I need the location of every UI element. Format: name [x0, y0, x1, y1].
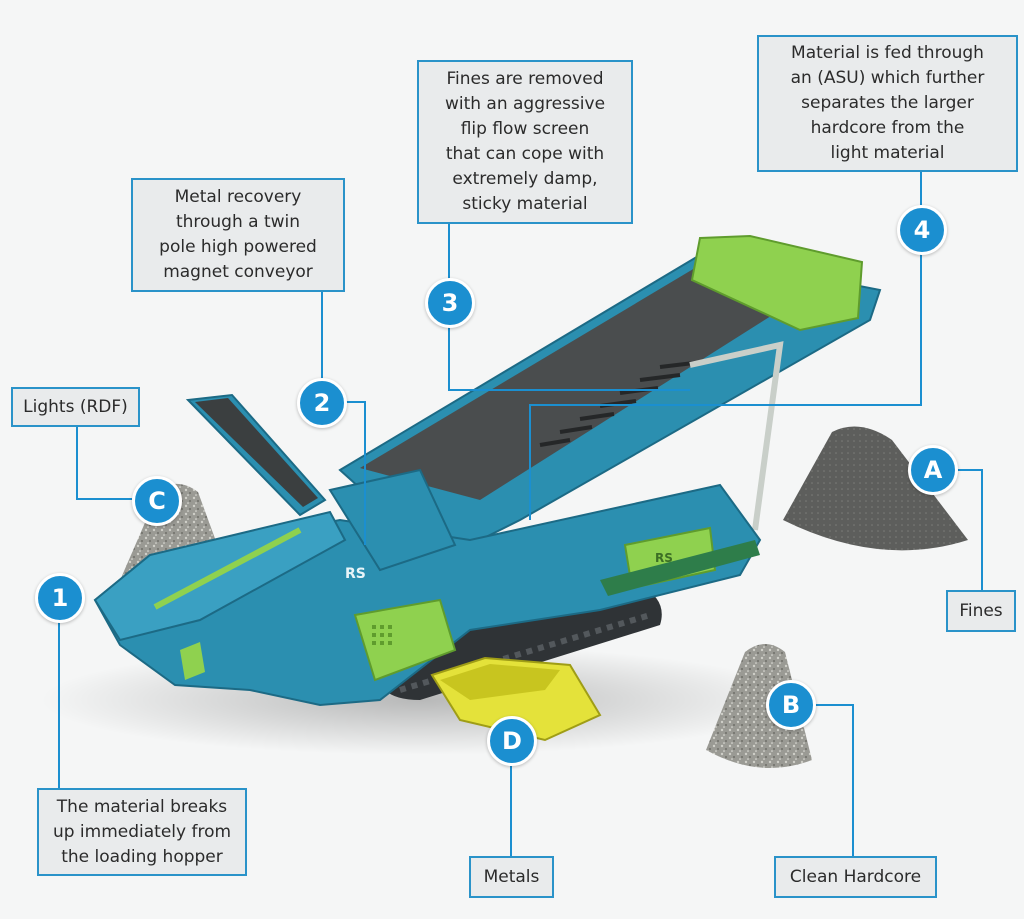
machine-tracks: [360, 585, 662, 700]
machine-logo-side: RS: [655, 551, 673, 565]
engine-panel: [353, 598, 457, 682]
step-3-badge: 3: [425, 278, 475, 328]
step-4-description: Material is fed through an (ASU) which f…: [757, 35, 1018, 172]
leader-B: [812, 704, 854, 857]
leader-2b: [344, 401, 366, 545]
leader-4b: [529, 254, 922, 520]
step-2-badge: 2: [297, 378, 347, 428]
output-a-badge: A: [908, 445, 958, 495]
magnet-conveyor: [328, 468, 457, 572]
pile-fines: [783, 426, 968, 551]
step-1-description: The material breaks up immediately from …: [37, 788, 247, 876]
output-fines-label: Fines: [946, 590, 1016, 632]
leader-C: [76, 426, 132, 500]
step-1-badge: 1: [35, 573, 85, 623]
output-metals-label: Metals: [469, 856, 554, 898]
leader-A: [957, 469, 983, 590]
leader-3b: [448, 324, 690, 391]
machine-logo: RS: [345, 566, 366, 582]
step-3-description: Fines are removed with an aggressive fli…: [417, 60, 633, 224]
fines-conveyor: [600, 540, 760, 596]
asu-hood: [690, 234, 864, 332]
output-d-badge: D: [487, 716, 537, 766]
step-4-badge: 4: [897, 205, 947, 255]
step-2-description: Metal recovery through a twin pole high …: [131, 178, 345, 292]
output-lights-label: Lights (RDF): [11, 387, 140, 427]
output-hardcore-label: Clean Hardcore: [774, 856, 937, 898]
output-b-badge: B: [766, 680, 816, 730]
output-c-badge: C: [132, 476, 182, 526]
pile-hardcore: [706, 644, 812, 768]
